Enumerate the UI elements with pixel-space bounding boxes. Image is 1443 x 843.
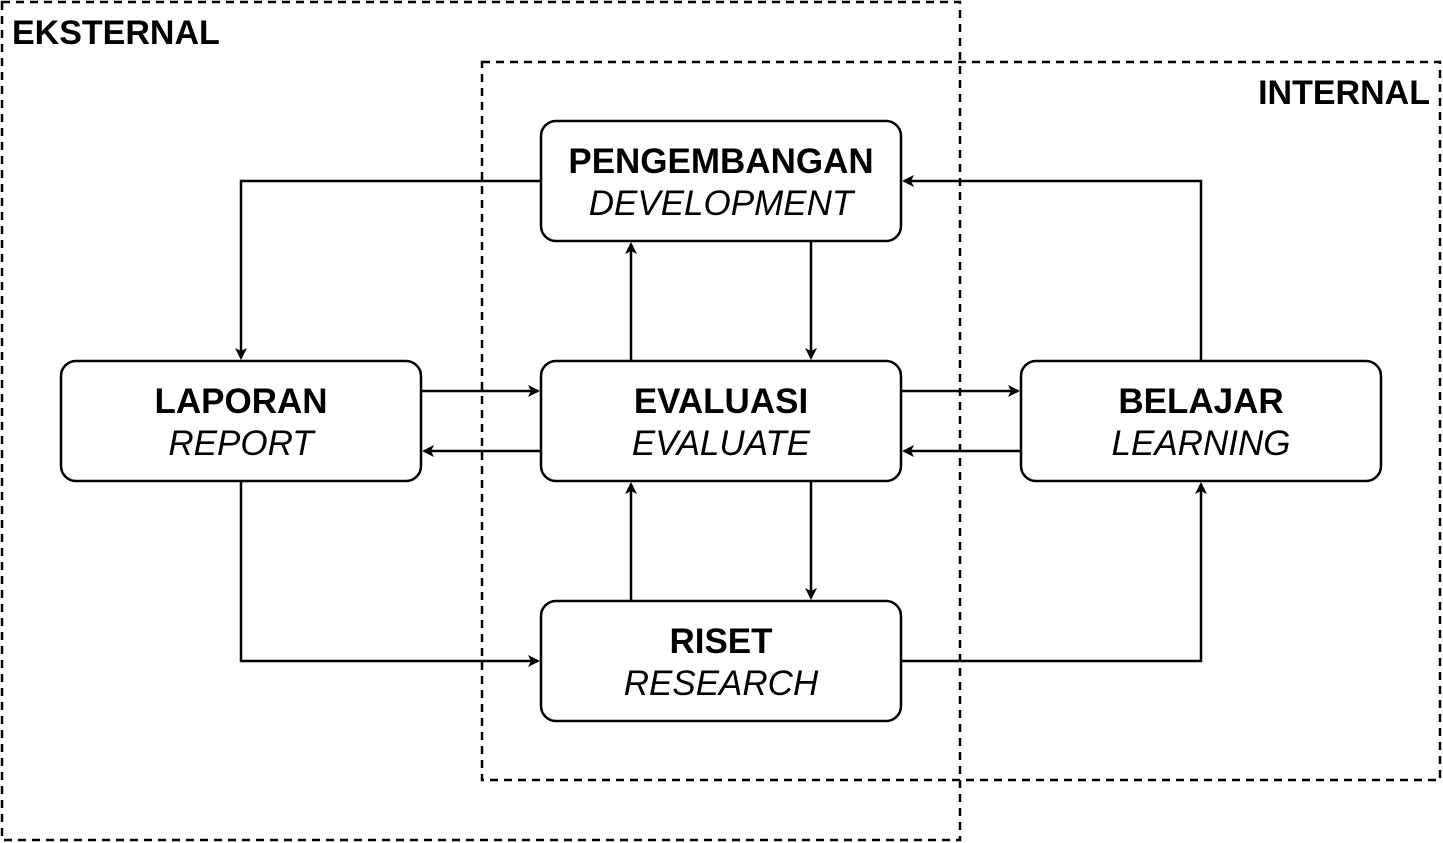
edge-laporan-to-riset [239, 481, 540, 667]
region-eksternal [0, 0, 962, 842]
node-evaluasi-subtitle: EVALUATE [632, 424, 811, 463]
node-laporan-title: LAPORAN [154, 382, 327, 421]
node-riset: RISET RESEARCH [539, 599, 903, 723]
node-riset-subtitle: RESEARCH [624, 664, 819, 703]
node-laporan: LAPORAN REPORT [59, 359, 423, 483]
node-pengembangan: PENGEMBANGAN DEVELOPMENT [539, 119, 903, 243]
edges [235, 175, 1207, 667]
node-belajar-subtitle: LEARNING [1112, 424, 1291, 463]
node-pengembangan-subtitle: DEVELOPMENT [589, 184, 856, 223]
node-riset-title: RISET [669, 622, 772, 661]
node-riset-box [539, 599, 903, 723]
node-laporan-subtitle: REPORT [168, 424, 316, 463]
region-internal [480, 60, 1442, 782]
region-internal-label: INTERNAL [1258, 74, 1430, 112]
node-laporan-box [59, 359, 423, 483]
region-eksternal-label: EKSTERNAL [12, 14, 220, 52]
node-pengembangan-box [539, 119, 903, 243]
node-evaluasi-title: EVALUASI [634, 382, 808, 421]
node-evaluasi-box [539, 359, 903, 483]
node-belajar-box [1019, 359, 1383, 483]
node-belajar: BELAJAR LEARNING [1019, 359, 1383, 483]
edge-riset-to-belajar [901, 482, 1207, 663]
edge-belajar-to-pengembangan [902, 175, 1203, 361]
node-evaluasi: EVALUASI EVALUATE [539, 359, 903, 483]
node-pengembangan-title: PENGEMBANGAN [568, 142, 873, 181]
edge-pengembangan-to-laporan [235, 179, 541, 360]
node-belajar-title: BELAJAR [1118, 382, 1283, 421]
